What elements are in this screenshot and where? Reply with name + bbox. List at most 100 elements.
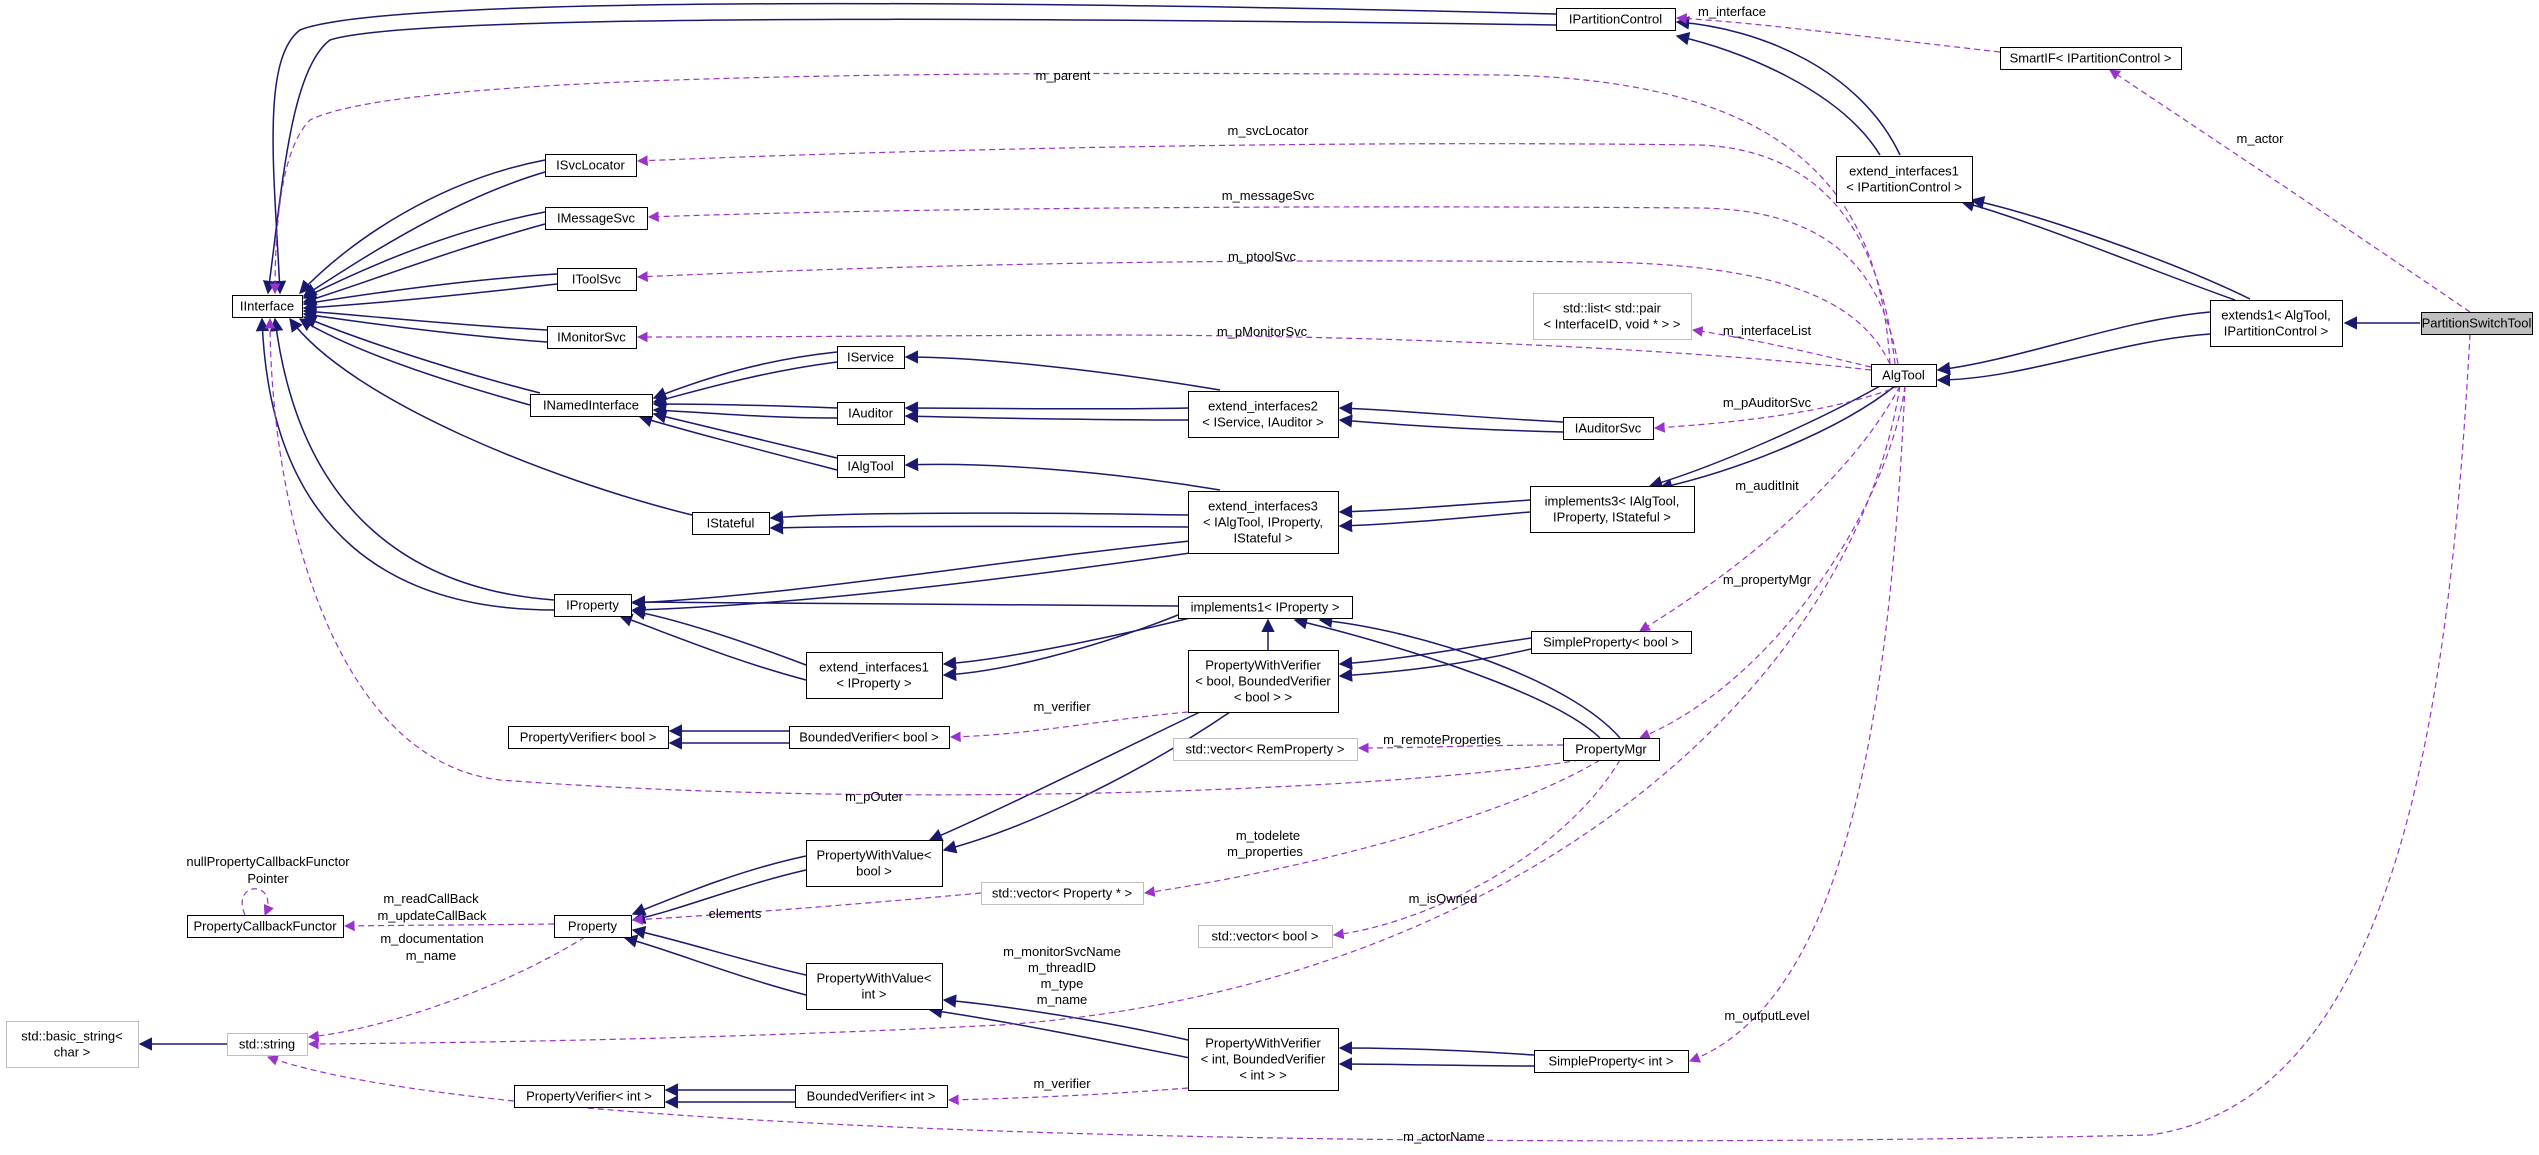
edge-label-m_name2: m_name xyxy=(1037,992,1088,1007)
class-node-IToolSvc[interactable]: IToolSvc xyxy=(557,268,637,291)
class-node-impl3[interactable]: implements3< IAlgTool,IProperty, IStatef… xyxy=(1530,486,1695,533)
class-node-extIf2[interactable]: extend_interfaces2< IService, IAuditor > xyxy=(1188,391,1339,438)
class-node-stdString[interactable]: std::string xyxy=(227,1033,308,1056)
class-box xyxy=(227,1033,308,1056)
class-node-stdlist[interactable]: std::list< std::pair< InterfaceID, void … xyxy=(1533,293,1692,340)
inheritance-edge-IService-INamedInterface-a xyxy=(652,351,838,400)
usage-edge-PWVInt-BoundVerInt xyxy=(947,1087,1189,1106)
class-box xyxy=(1531,631,1692,654)
class-node-extends1[interactable]: extends1< AlgTool,IPartitionControl > xyxy=(2210,300,2343,347)
class-node-basicString[interactable]: std::basic_string<char > xyxy=(6,1021,139,1068)
class-node-IAuditor[interactable]: IAuditor xyxy=(837,402,905,425)
class-node-vecProp[interactable]: std::vector< Property * > xyxy=(981,882,1144,905)
class-box xyxy=(806,963,943,1010)
class-node-SimplePropBool[interactable]: SimpleProperty< bool > xyxy=(1531,631,1692,654)
usage-edge-AlgTool-PropertyMgr xyxy=(1639,385,1906,740)
class-node-PWValBool[interactable]: PropertyWithValue<bool > xyxy=(806,840,943,887)
inheritance-edge-extIf2-IAuditor-a xyxy=(904,401,1189,415)
class-name-line: extend_interfaces1 xyxy=(1849,164,1959,179)
class-node-Property[interactable]: Property xyxy=(554,915,632,938)
inheritance-edge-IAuditor-INamedInterface-b xyxy=(652,403,838,419)
edge-label-nullPropertyCallbackFunctor: nullPropertyCallbackFunctor xyxy=(186,854,350,869)
class-node-extIfP[interactable]: extend_interfaces1< IProperty > xyxy=(806,652,943,699)
class-node-PropCB[interactable]: PropertyCallbackFunctor xyxy=(187,915,344,938)
edge-label-m_svcLocator: m_svcLocator xyxy=(1228,123,1310,138)
class-name-line: IService xyxy=(847,350,894,365)
inheritance-edge-PWVInt-PWValInt-b xyxy=(928,1005,1201,1061)
class-name-line: < int > > xyxy=(1239,1068,1286,1083)
class-node-IAlgTool[interactable]: IAlgTool xyxy=(837,455,905,478)
inheritance-edge-extIf3-IProperty-b xyxy=(631,552,1191,617)
inheritance-edge-IStateful-IInterface xyxy=(289,317,693,516)
class-name-line: BoundedVerifier< int > xyxy=(807,1089,936,1104)
edge-label-m_outputLevel: m_outputLevel xyxy=(1724,1008,1809,1023)
inheritance-edge-extIfP-IProperty-a xyxy=(631,606,807,666)
class-node-IService[interactable]: IService xyxy=(837,346,905,369)
usage-edge-PropertyMgr-vecProp xyxy=(1143,759,1601,897)
inheritance-edge-extIfP-IProperty-b xyxy=(618,613,807,681)
class-node-INamedInterface[interactable]: INamedInterface xyxy=(530,394,653,417)
class-node-PWVBool[interactable]: PropertyWithVerifier< bool, BoundedVerif… xyxy=(1188,650,1339,713)
inheritance-edge-IToolSvc-IInterface-a xyxy=(302,273,558,309)
class-node-PWVInt[interactable]: PropertyWithVerifier< int, BoundedVerifi… xyxy=(1188,1028,1339,1091)
inheritance-edge-extends1-AlgTool-b xyxy=(1936,333,2211,387)
class-name-line: < IPartitionControl > xyxy=(1846,180,1962,195)
class-name-line: IAuditorSvc xyxy=(1575,421,1642,436)
class-node-PartitionSwitchTool[interactable]: PartitionSwitchTool xyxy=(2421,312,2533,335)
usage-edge-AlgTool-stdlist xyxy=(1691,326,1872,368)
inheritance-edge-extends1-AlgTool-a xyxy=(1936,311,2211,376)
inheritance-edge-impl1-IProperty xyxy=(631,595,1179,609)
usage-edge-PropCB-self xyxy=(241,888,274,916)
inheritance-edge-IPartitionControl-IInterface-a xyxy=(272,2,1557,295)
usage-edge-PropertyMgr-IInterface xyxy=(264,317,1581,796)
class-node-PWValInt[interactable]: PropertyWithValue<int > xyxy=(806,963,943,1010)
inheritance-edge-extIf2-IAuditor-b xyxy=(904,409,1189,424)
class-node-IMessageSvc[interactable]: IMessageSvc xyxy=(545,207,648,230)
class-node-vecRem[interactable]: std::vector< RemProperty > xyxy=(1173,738,1358,761)
class-name-line: SmartIF< IPartitionControl > xyxy=(2010,51,2172,66)
class-node-SmartIF[interactable]: SmartIF< IPartitionControl > xyxy=(2000,47,2182,70)
class-node-ISvcLocator[interactable]: ISvcLocator xyxy=(545,154,637,177)
class-node-extIf3[interactable]: extend_interfaces3< IAlgTool, IProperty,… xyxy=(1188,491,1339,554)
class-name-line: implements3< IAlgTool, xyxy=(1545,494,1680,509)
inheritance-edge-IProperty-IInterface-b xyxy=(255,317,555,611)
edge-label-m_actor: m_actor xyxy=(2237,131,2285,146)
inheritance-edge-impl1-extIfP-b xyxy=(942,614,1179,682)
class-node-IMonitorSvc[interactable]: IMonitorSvc xyxy=(547,326,637,349)
class-node-AlgTool[interactable]: AlgTool xyxy=(1871,364,1937,387)
class-node-impl1[interactable]: implements1< IProperty > xyxy=(1178,596,1353,619)
class-box xyxy=(1178,596,1353,619)
class-name-line: PropertyWithValue< xyxy=(816,848,931,863)
class-name-line: Property xyxy=(568,919,618,934)
class-node-extIfPC[interactable]: extend_interfaces1< IPartitionControl > xyxy=(1836,156,1973,203)
class-node-IInterface[interactable]: IInterface xyxy=(232,295,303,318)
class-node-IPartitionControl[interactable]: IPartitionControl xyxy=(1556,8,1676,31)
edge-label-m_pOuter: m_pOuter xyxy=(845,789,903,804)
class-node-PropertyMgr[interactable]: PropertyMgr xyxy=(1563,738,1660,761)
class-name-line: extend_interfaces2 xyxy=(1208,399,1318,414)
class-name-line: extend_interfaces1 xyxy=(819,660,929,675)
class-node-PropVerBool[interactable]: PropertyVerifier< bool > xyxy=(508,726,669,749)
class-node-BoundVerBool[interactable]: BoundedVerifier< bool > xyxy=(789,726,950,749)
class-name-line: std::vector< bool > xyxy=(1212,929,1319,944)
class-node-IStateful[interactable]: IStateful xyxy=(692,512,770,535)
inheritance-edge-extends1-extIfPC-b xyxy=(1960,198,2236,301)
class-node-SimplePropInt[interactable]: SimpleProperty< int > xyxy=(1534,1050,1689,1073)
class-box xyxy=(545,207,648,230)
nodes-layer: PartitionSwitchTool extends1< AlgTool,IPa… xyxy=(6,8,2533,1108)
class-node-BoundVerInt[interactable]: BoundedVerifier< int > xyxy=(795,1085,948,1108)
class-node-vecBool[interactable]: std::vector< bool > xyxy=(1198,925,1333,948)
inheritance-edge-impl3-extIf3-b xyxy=(1338,511,1531,533)
class-node-IAuditorSvc[interactable]: IAuditorSvc xyxy=(1563,417,1654,440)
class-node-PropVerInt[interactable]: PropertyVerifier< int > xyxy=(514,1085,665,1108)
edge-label-m_ptoolSvc: m_ptoolSvc xyxy=(1228,249,1296,264)
inheritance-edge-IToolSvc-IInterface-b xyxy=(302,283,558,315)
edge-label-m_pMonitorSvc: m_pMonitorSvc xyxy=(1217,324,1308,339)
class-node-IProperty[interactable]: IProperty xyxy=(554,594,632,617)
class-name-line: < bool, BoundedVerifier xyxy=(1195,674,1331,689)
inheritance-edge-extIf3-IProperty-a xyxy=(631,539,1201,610)
class-name-line: IMonitorSvc xyxy=(557,330,626,345)
class-box xyxy=(6,1021,139,1068)
edge-label-m_type: m_type xyxy=(1041,976,1084,991)
